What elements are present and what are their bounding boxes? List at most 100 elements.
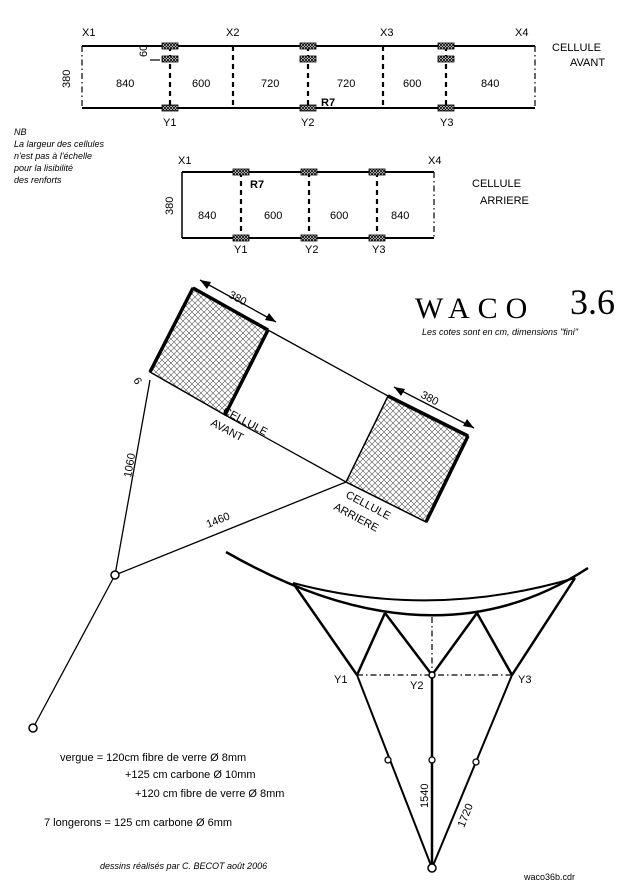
upper-bridle-length: 1060 (122, 452, 138, 478)
corner-mark: 6 (130, 376, 143, 387)
front-reinforcement-y3-spar (437, 55, 455, 63)
front-reinforcement-y3-bottom (437, 104, 455, 112)
front-width-6: 840 (481, 78, 499, 90)
note-line-2: La largeur des cellules (14, 139, 105, 149)
bridle-apex-ring (427, 863, 437, 873)
bridle-view: Y1 Y2 Y3 1540 1720 (225, 550, 589, 873)
tow-point-ring (110, 570, 120, 580)
bridle-knot-right (472, 758, 480, 766)
note-line-5: des renforts (14, 175, 62, 185)
front-marker-r7: R7 (321, 97, 335, 109)
rear-depth-arrowhead-1 (394, 387, 405, 396)
note-line-3: n'est pas à l'échelle (14, 151, 92, 161)
upper-bridle-line (114, 379, 151, 576)
title-subtitle: Les cotes sont en cm, dimensions "fini" (422, 327, 579, 337)
rear-depth-arrowhead-2 (463, 419, 474, 428)
bridle-label-y2: Y2 (410, 680, 423, 692)
line-end-ring (28, 723, 38, 733)
bridle-knot-left (384, 756, 392, 764)
strut-y2-right (430, 612, 479, 676)
rear-reinforcement-y3-top (368, 168, 386, 176)
front-cell-box (149, 286, 269, 417)
front-depth-arrowhead-1 (200, 280, 211, 289)
node-y2 (428, 671, 436, 679)
bridle-label-y1: Y1 (334, 674, 347, 686)
front-cell-rear-side (223, 329, 270, 416)
side-view: 380 380 CELLULE AVANT CELLULE ARRIERE 6 … (28, 279, 475, 733)
rear-width-3: 600 (330, 210, 348, 222)
rear-reinforcement-y2-bottom (300, 234, 318, 242)
file-name: waco36b.cdr (523, 872, 575, 882)
flying-line (32, 574, 116, 729)
front-label-x1: X1 (82, 27, 95, 39)
bridle-label-y3: Y3 (518, 674, 531, 686)
front-reinforcement-y1-spar (161, 55, 179, 63)
front-label-x2: X2 (226, 27, 239, 39)
front-label-y1: Y1 (163, 117, 176, 129)
front-label-x4: X4 (515, 27, 528, 39)
front-reinforcement-y1-bottom (161, 104, 179, 112)
upper-longeron (267, 329, 389, 397)
rear-cell-name-1: CELLULE (472, 178, 521, 190)
rear-label-y2: Y2 (305, 244, 318, 256)
note-line-1: NB (14, 127, 27, 137)
spreader-bow (225, 550, 589, 617)
front-reinforcement-y1-top (161, 42, 179, 50)
front-width-3: 720 (261, 78, 279, 90)
front-depth-arrowhead-2 (265, 313, 276, 322)
note-line-4: pour la lisibilité (13, 163, 73, 173)
front-label-y3: Y3 (440, 117, 453, 129)
rear-cell-name-2: ARRIERE (480, 195, 529, 207)
strut-y1-inner (355, 612, 387, 676)
rear-height-label: 380 (164, 197, 176, 215)
rear-reinforcement-y1-top (232, 168, 250, 176)
strut-y3-inner (475, 612, 514, 676)
spec-line-2: +125 cm carbone Ø 10mm (125, 769, 256, 781)
title-block: WACO 3.6 Les cotes sont en cm, dimension… (415, 282, 615, 337)
spec-line-1: vergue = 120cm fibre de verre Ø 8mm (60, 752, 246, 764)
front-width-4: 720 (337, 78, 355, 90)
front-label-y2: Y2 (301, 117, 314, 129)
bridle-knot-center (428, 756, 436, 764)
front-width-1: 840 (116, 78, 134, 90)
spec-line-3: +120 cm fibre de verre Ø 8mm (135, 788, 284, 800)
front-spar-offset-label: 60 (138, 45, 150, 57)
rear-cell-back-side (424, 435, 470, 523)
rear-label-y1: Y1 (234, 244, 247, 256)
spec-line-4: 7 longerons = 125 cm carbone Ø 6mm (44, 817, 232, 829)
materials-list: vergue = 120cm fibre de verre Ø 8mm +125… (44, 752, 284, 829)
strut-y2-left (384, 612, 433, 676)
rear-depth-label: 380 (419, 389, 441, 408)
strut-y3-outer (510, 577, 577, 676)
front-cell-plan: X1 X2 X3 X4 380 60 840 600 720 720 600 8… (61, 27, 605, 129)
front-width-5: 600 (403, 78, 421, 90)
lower-bridle-line (114, 481, 347, 576)
rear-label-y3: Y3 (372, 244, 385, 256)
rear-reinforcement-y2-top (300, 168, 318, 176)
lower-bridle-length: 1460 (205, 510, 232, 530)
rear-width-2: 600 (264, 210, 282, 222)
front-cell-front-side (148, 287, 195, 373)
scale-note: NB La largeur des cellules n'est pas à l… (13, 127, 105, 185)
rear-reinforcement-y1-bottom (232, 234, 250, 242)
rear-cell-top-edge-side (387, 394, 469, 438)
spreader-lower-arc (292, 577, 576, 602)
front-reinforcement-y2-bottom (299, 104, 317, 112)
lower-longeron (224, 414, 347, 483)
front-cell-name-1: CELLULE (552, 42, 601, 54)
front-cell-name-2: AVANT (570, 57, 605, 69)
credit-line: dessins réalisés par C. BECOT août 2006 (100, 861, 267, 871)
front-label-x3: X3 (380, 27, 393, 39)
front-reinforcement-y2-top (299, 42, 317, 50)
rear-label-x1: X1 (178, 155, 191, 167)
front-width-2: 600 (192, 78, 210, 90)
front-reinforcement-y2-spar (299, 55, 317, 63)
title-version: 3.6 (570, 282, 615, 322)
front-cell-leading-edge (192, 286, 269, 332)
strut-y1-outer (291, 582, 359, 676)
bridle-leg-y3 (431, 674, 513, 869)
bridle-leg-y1 (356, 674, 433, 869)
bridle-center-length: 1540 (419, 784, 431, 808)
front-depth-arrow (199, 279, 277, 323)
